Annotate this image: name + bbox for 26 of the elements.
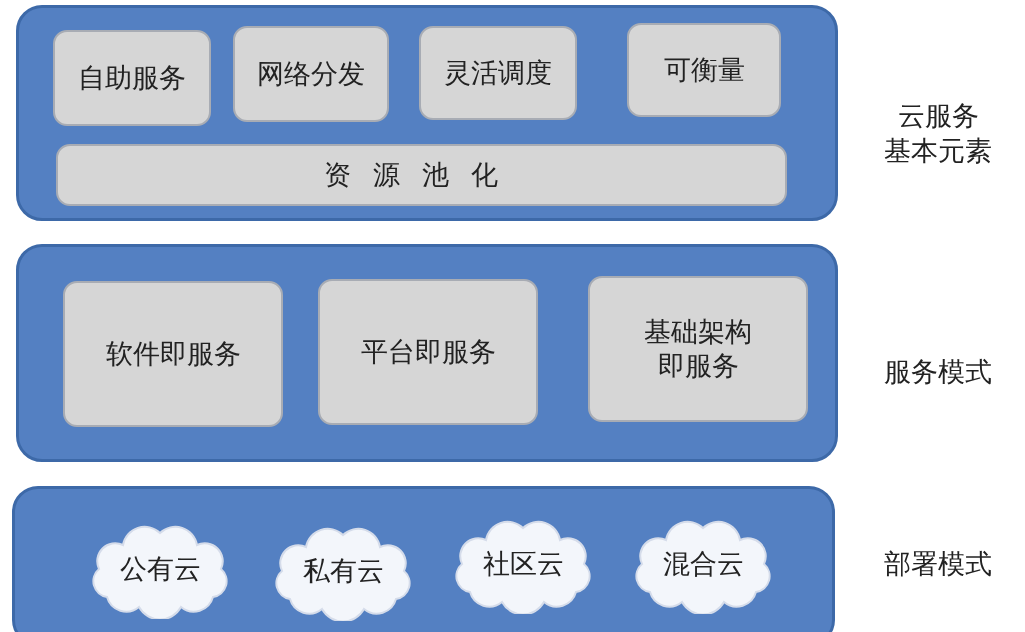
layer-band [12,486,835,632]
element-box [627,23,781,117]
layer-band [16,244,838,462]
layer-label: 部署模式 [883,547,993,581]
layer-band [16,5,838,221]
layer-label: 云服务基本元素 [883,99,993,169]
element-box [56,144,787,206]
box-label: 基础架构即服务 [643,315,753,383]
element-box [53,30,211,126]
box-label: 可衡量 [663,53,745,87]
cloud-label: 混合云 [662,547,744,581]
box-label: 平台即服务 [360,335,496,369]
box-label: 资源池化 [323,158,520,192]
box-label: 自助服务 [78,61,186,95]
box-label: 网络分发 [257,57,365,91]
cloud-label: 公有云 [119,552,201,586]
cloud-label: 私有云 [302,554,384,588]
element-box [419,26,577,120]
box-label: 软件即服务 [105,337,241,371]
layer-label: 服务模式 [883,355,993,389]
box-label: 灵活调度 [444,56,552,90]
element-box [63,281,283,427]
cloud-label: 社区云 [482,547,564,581]
element-box [233,26,389,122]
element-box [588,276,808,422]
element-box [318,279,538,425]
